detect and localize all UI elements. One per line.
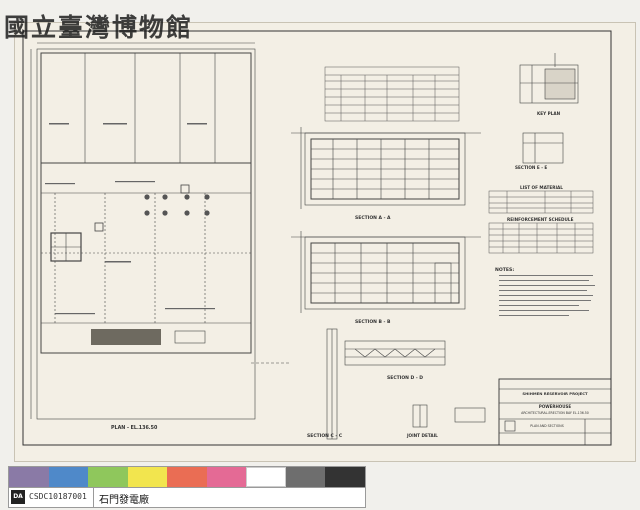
section-d-d: [326, 328, 446, 440]
list-of-material-label: LIST OF MATERIAL: [520, 185, 563, 190]
key-plan-drawing: [519, 53, 579, 104]
title-block: [498, 378, 612, 446]
reinforcement-schedule-label: REINFORCEMENT SCHEDULE: [507, 217, 574, 222]
plan-label: PLAN - EL.136.50: [111, 425, 158, 431]
section-b-label: SECTION B - B: [355, 319, 391, 325]
section-a-a: [291, 127, 481, 209]
archive-logo: DA: [11, 490, 25, 504]
notes-heading: NOTES:: [495, 267, 514, 273]
color-swatch: [246, 467, 286, 487]
notes-lines: [499, 275, 595, 316]
joint-detail-label: JOINT DETAIL: [406, 433, 438, 438]
color-swatch: [167, 467, 207, 487]
catalog-title: 石門發電廠: [99, 495, 149, 506]
list-of-material-table: [488, 190, 594, 214]
architectural-drawing: PLAN - EL.136.50 SECTION A - A: [22, 30, 612, 446]
plan-columns: [94, 184, 210, 232]
color-swatch: [9, 467, 49, 487]
blueprint-sheet: PLAN - EL.136.50 SECTION A - A: [14, 22, 636, 462]
section-a-label: SECTION A - A: [355, 215, 391, 221]
reinforcement-table: [488, 222, 594, 254]
plan-annotations: [45, 123, 215, 315]
project-name: SHIHMEN RESERVOIR PROJECT: [522, 391, 588, 396]
section-e-e: [522, 132, 564, 164]
drawing-subtitle: PLAN AND SECTIONS: [530, 424, 563, 428]
facility-name: POWERHOUSE: [539, 404, 571, 409]
color-calibration-strip: DA CSDC10187001 石門發電廠: [8, 466, 366, 508]
drawing-title: ARCHITECTURAL-ERECTION BAY EL.136.50: [521, 411, 589, 415]
section-e-label: SECTION E - E: [515, 165, 547, 170]
color-swatch: [285, 467, 326, 487]
color-swatch: [325, 467, 365, 487]
key-plan-label: KEY PLAN: [537, 111, 561, 116]
museum-watermark: 國立臺灣博物館: [4, 13, 194, 42]
section-d-label: SECTION D - D: [387, 375, 423, 381]
catalog-label-row: DA CSDC10187001 石門發電廠: [9, 487, 365, 508]
color-swatch: [206, 467, 247, 487]
color-swatch: [88, 467, 128, 487]
materials-table: [324, 66, 460, 122]
catalog-id: CSDC10187001: [29, 492, 87, 501]
color-swatch: [127, 467, 168, 487]
color-swatch: [48, 467, 89, 487]
label-divider: [93, 488, 94, 508]
section-c-label: SECTION C - C: [307, 433, 343, 439]
floor-plan: [30, 42, 290, 420]
section-b-b: [291, 231, 481, 313]
joint-detail: [412, 404, 486, 428]
